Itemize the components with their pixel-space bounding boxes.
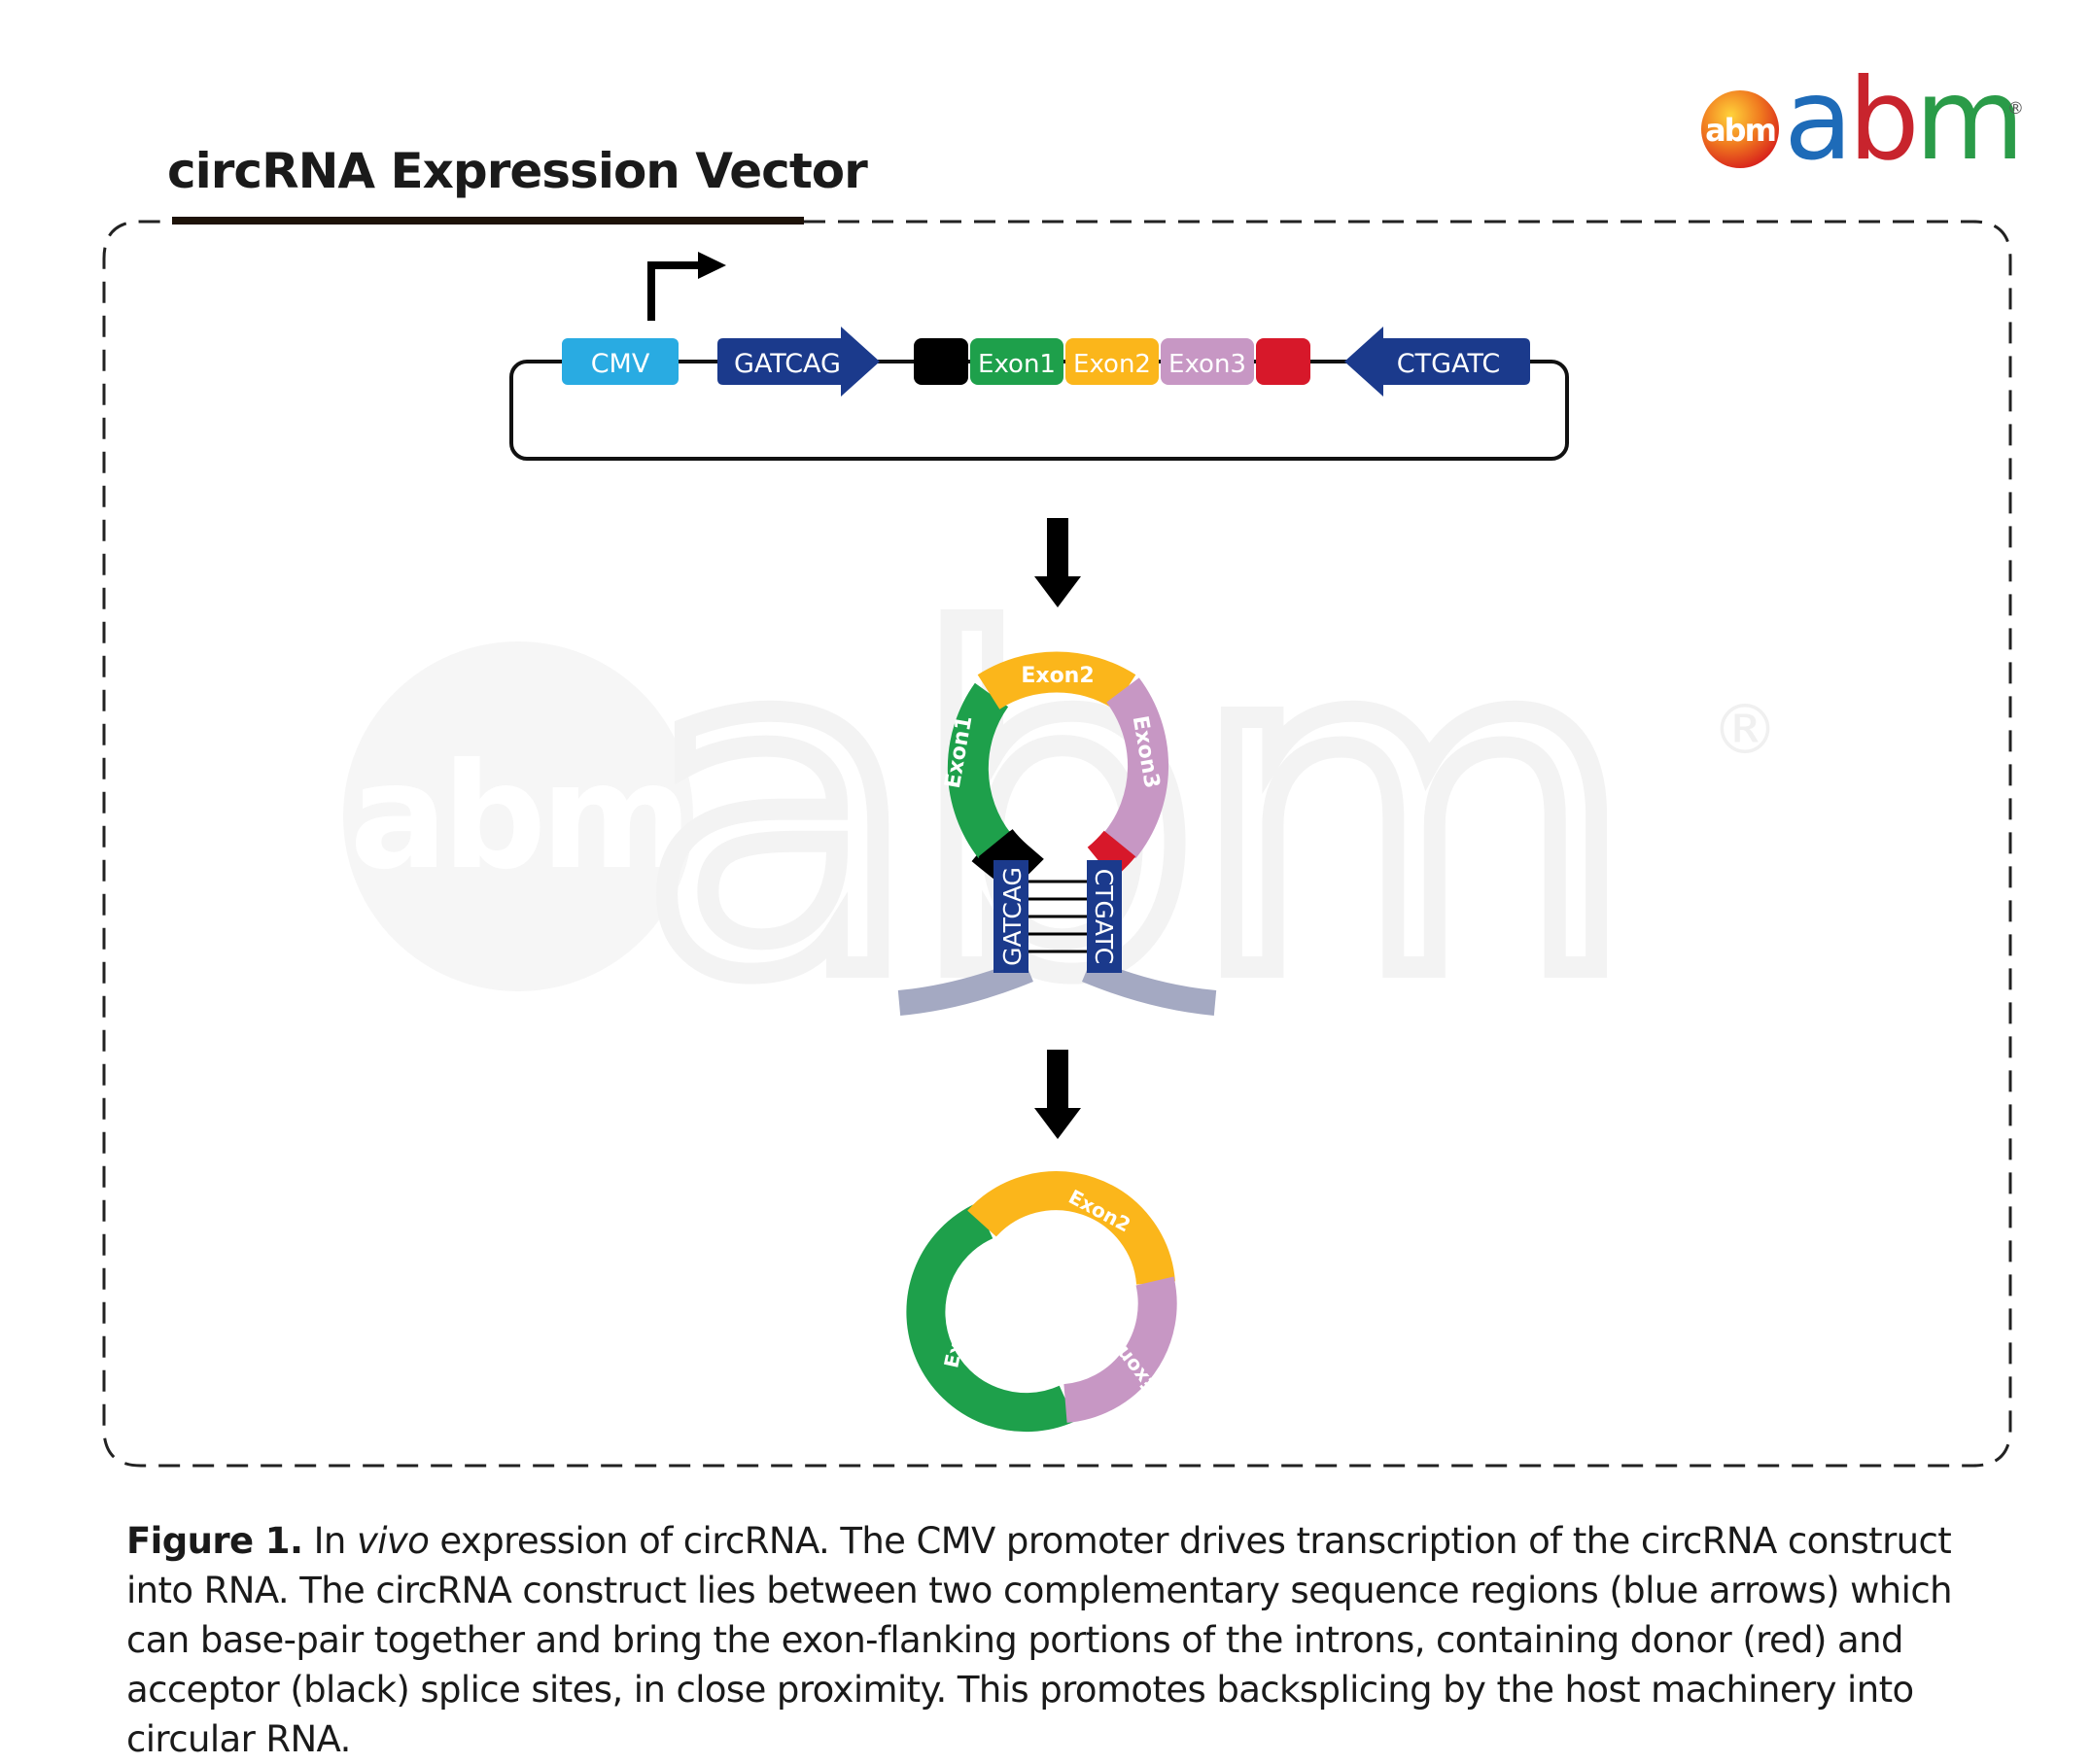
hairpin-intron-left (897, 957, 1033, 1016)
acceptor-site (914, 338, 968, 385)
circular-rna: Exon1 Exon2 Exon3 (906, 1171, 1177, 1433)
watermark-badge-text: abm (350, 733, 687, 902)
hairpin-stem-left-label: GATCAG (998, 867, 1027, 966)
abm-logo: abm abm ® (1701, 54, 2025, 186)
down-arrow-2-head (1034, 1108, 1081, 1139)
title-underline (172, 217, 804, 225)
promoter-arrow (647, 261, 700, 321)
logo-wordmark: abm (1784, 54, 2020, 186)
watermark-registered: ® (1711, 690, 1779, 770)
hairpin-intron-right (1081, 958, 1217, 1016)
promoter-arrowhead (698, 252, 726, 279)
hairpin-structure: GATCAG CTGATC Exon1 Exon2 Exon3 (897, 651, 1217, 1016)
dashed-frame (102, 220, 2012, 1468)
hairpin-exon2-label: Exon2 (1021, 664, 1094, 688)
hairpin-stem-right-label: CTGATC (1090, 869, 1118, 965)
circle-exon3 (1063, 1276, 1177, 1423)
vector-exon3-label: Exon3 (1168, 350, 1246, 379)
donor-site (1256, 338, 1310, 385)
vector-exon1 (970, 338, 1063, 385)
cmv-label: CMV (591, 349, 650, 379)
circle-exon1 (906, 1202, 1076, 1433)
hairpin-exon3 (1103, 677, 1169, 859)
figure-caption: Figure 1. In vivo expression of circRNA.… (126, 1516, 1993, 1764)
caption-body: expression of circRNA. The CMV promoter … (126, 1520, 1953, 1760)
vector-exon2-label: Exon2 (1073, 350, 1151, 379)
caption-lead: Figure 1. (126, 1520, 303, 1562)
page-title: circRNA Expression Vector (167, 143, 868, 199)
down-arrow-1-head (1034, 576, 1081, 607)
hairpin-stem-left (993, 860, 1028, 973)
hairpin-exon2 (977, 651, 1136, 710)
caption-in: In (313, 1520, 347, 1562)
down-arrow-1-shaft (1047, 518, 1068, 578)
left-repeat-arrow (717, 327, 880, 397)
watermark: abm abm ® (343, 533, 1779, 1086)
right-repeat-arrow (1344, 327, 1530, 397)
logo-registered: ® (2007, 99, 2024, 119)
cmv-promoter (562, 338, 679, 385)
hairpin-stem-right (1087, 860, 1122, 973)
logo-badge-text: abm (1705, 112, 1775, 149)
logo-badge (1701, 90, 1779, 168)
base-pair-lines (1028, 880, 1087, 953)
hairpin-exon1 (947, 682, 1011, 858)
vector-exon1-label: Exon1 (978, 350, 1056, 379)
down-arrow-2-shaft (1047, 1050, 1068, 1110)
watermark-badge (343, 641, 693, 991)
vector-exon2 (1065, 338, 1159, 385)
right-repeat-label: CTGATC (1397, 349, 1500, 379)
circle-exon2 (967, 1171, 1175, 1286)
caption-vivo: vivo (356, 1520, 430, 1562)
vector-exon3 (1161, 338, 1254, 385)
left-repeat-label: GATCAG (734, 349, 841, 379)
